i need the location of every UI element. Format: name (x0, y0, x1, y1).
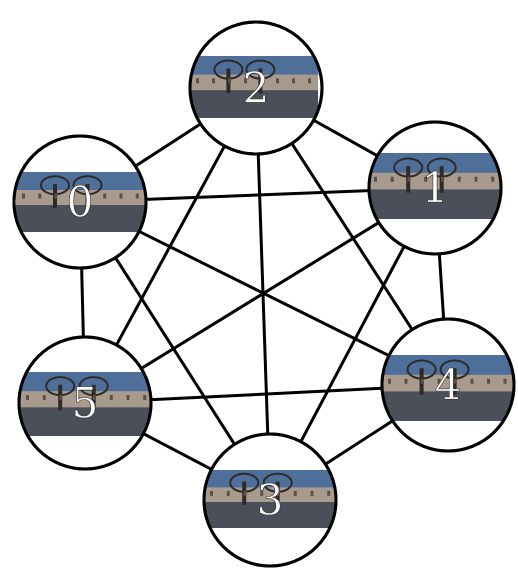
node-1: 1 (367, 120, 503, 256)
node-label: 3 (257, 476, 284, 525)
node-label: 2 (243, 64, 270, 113)
edge-1-5 (84, 186, 436, 405)
panorama-thumbnail-icon (190, 56, 318, 118)
edge-2-3 (254, 87, 272, 501)
panorama-thumbnail-icon (20, 372, 151, 436)
panorama-thumbnail-icon (369, 153, 501, 219)
panorama-thumbnail-icon (204, 470, 336, 528)
panorama-thumbnail-icon (382, 355, 514, 421)
node-label: 1 (422, 164, 449, 213)
node-3: 3 (202, 432, 338, 568)
node-4: 4 (380, 317, 516, 453)
node-0: 0 (12, 134, 148, 270)
node-2: 2 (188, 20, 324, 156)
node-label: 4 (435, 361, 462, 410)
panorama-thumbnail-icon (16, 172, 146, 232)
node-5: 5 (17, 335, 153, 471)
node-label: 0 (67, 178, 94, 227)
nodes-layer: 0 1 2 3 4 5 (12, 20, 516, 568)
node-label: 5 (72, 379, 99, 428)
